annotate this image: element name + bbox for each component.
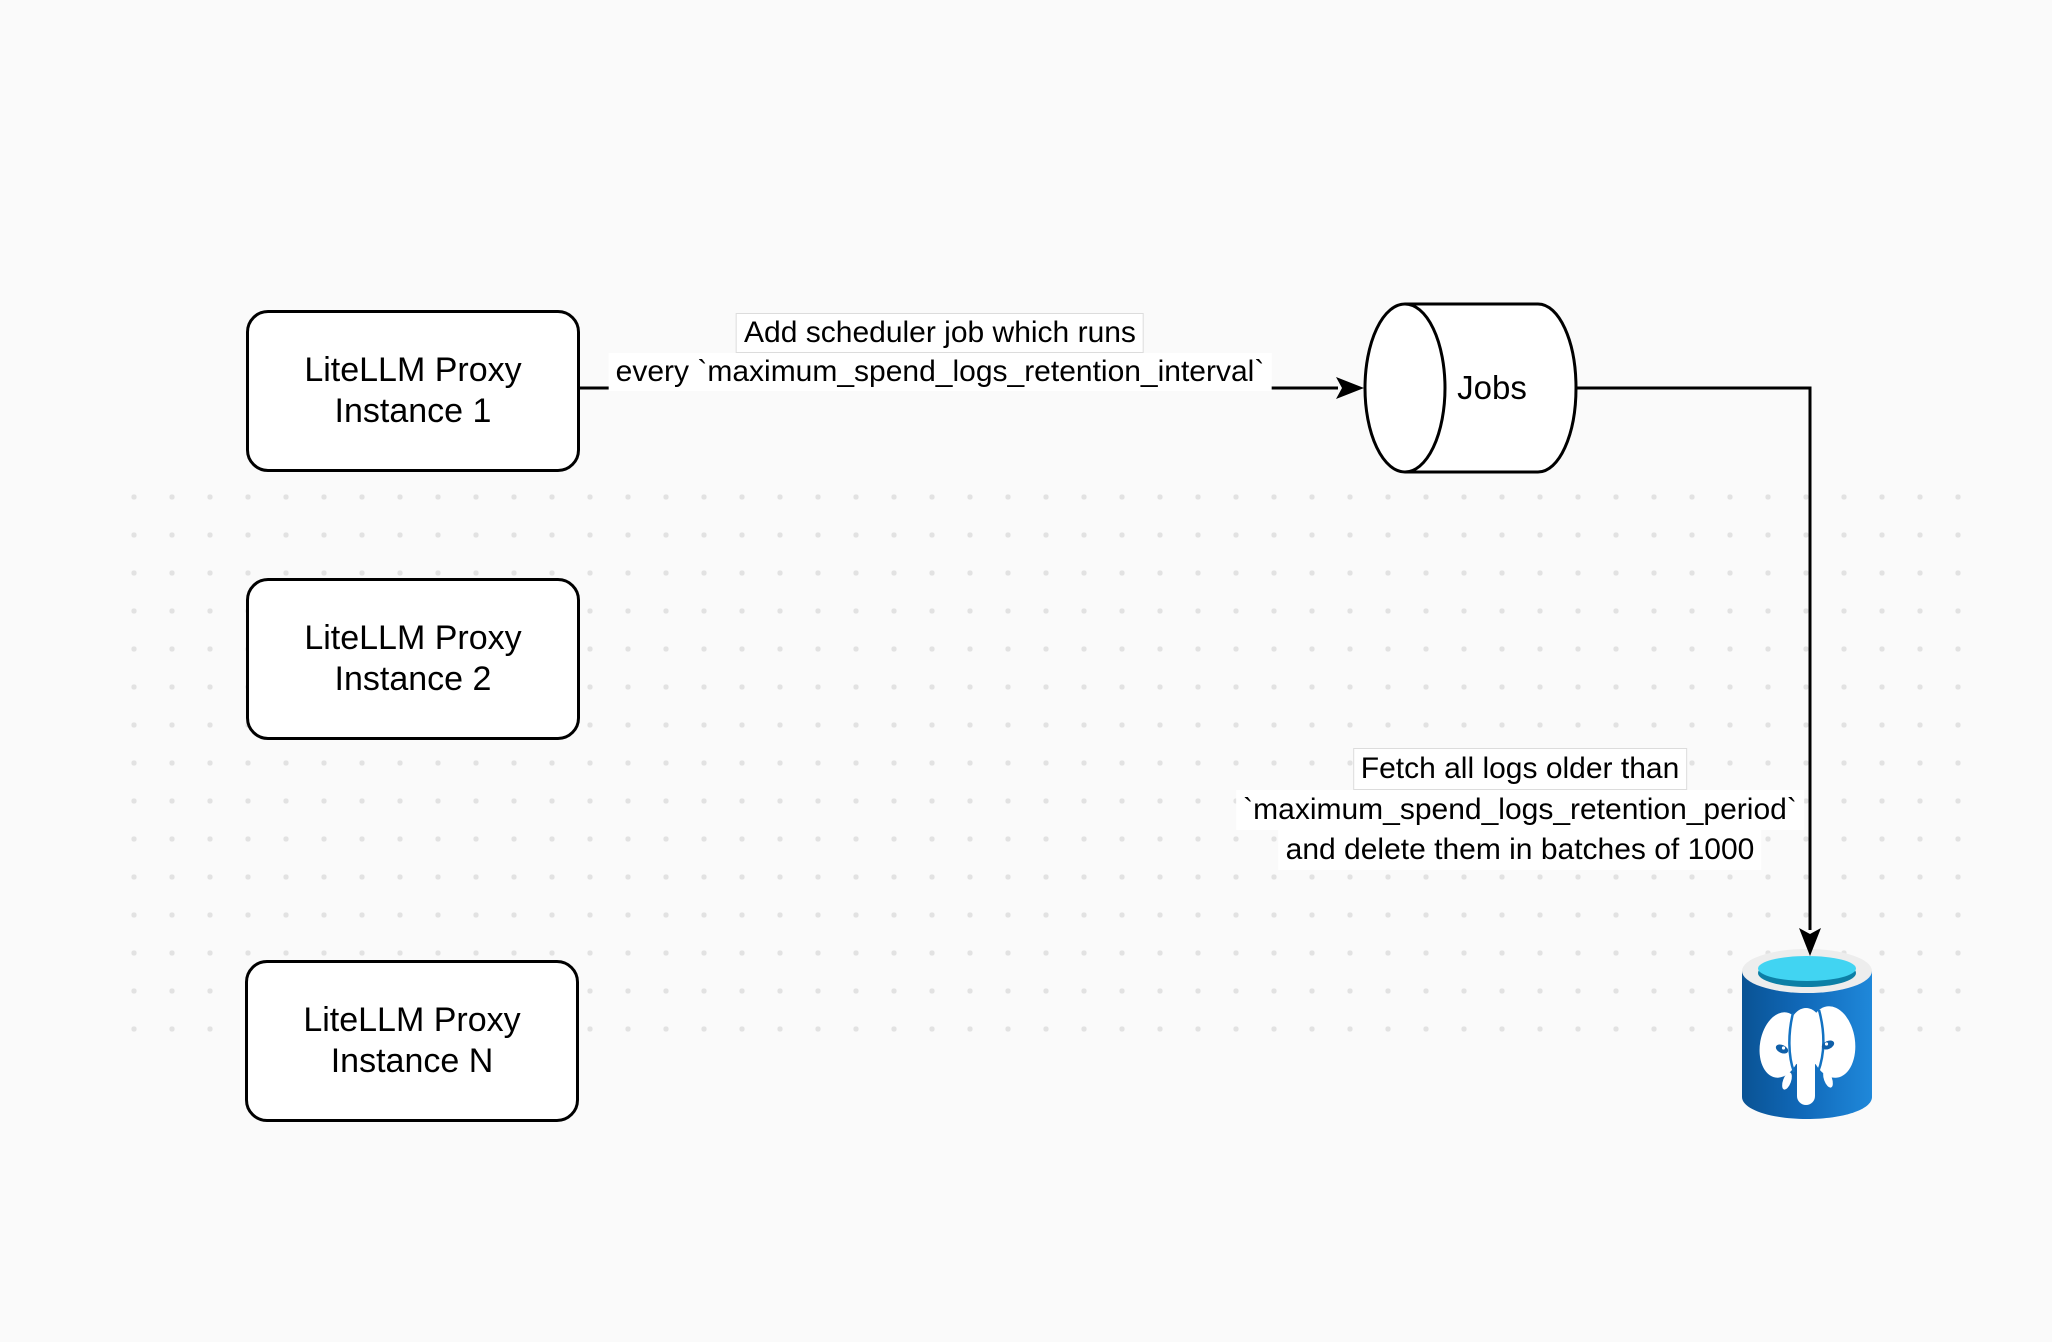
arrowhead-right-icon — [1336, 377, 1364, 399]
edge-label-line: every `maximum_spend_logs_retention_inte… — [608, 353, 1272, 391]
node-label-line: LiteLLM Proxy — [304, 351, 522, 389]
edge-label-line: Fetch all logs older than — [1352, 748, 1688, 790]
node-litellm-proxy-instance-1: LiteLLM Proxy Instance 1 — [246, 310, 580, 472]
node-litellm-proxy-instance-2: LiteLLM Proxy Instance 2 — [246, 578, 580, 740]
edge-label-line: Add scheduler job which runs — [736, 313, 1144, 353]
node-label-line: Instance 2 — [334, 660, 492, 698]
edge-label-line: and delete them in batches of 1000 — [1278, 830, 1762, 870]
node-label-line: Instance 1 — [334, 392, 492, 430]
edge-label-line: `maximum_spend_logs_retention_period` — [1236, 790, 1804, 830]
edge-label-add-scheduler: Add scheduler job which runs every `maxi… — [608, 313, 1272, 391]
node-label-line: LiteLLM Proxy — [303, 1001, 521, 1039]
node-jobs-queue: Jobs — [1362, 302, 1580, 474]
postgresql-database-icon — [1742, 949, 1872, 1119]
edge-label-fetch-logs: Fetch all logs older than `maximum_spend… — [1236, 748, 1804, 870]
node-litellm-proxy-instance-n: LiteLLM Proxy Instance N — [245, 960, 579, 1122]
jobs-queue-label: Jobs — [1457, 369, 1527, 406]
node-label-line: Instance N — [330, 1042, 494, 1080]
node-label-line: LiteLLM Proxy — [304, 619, 522, 657]
